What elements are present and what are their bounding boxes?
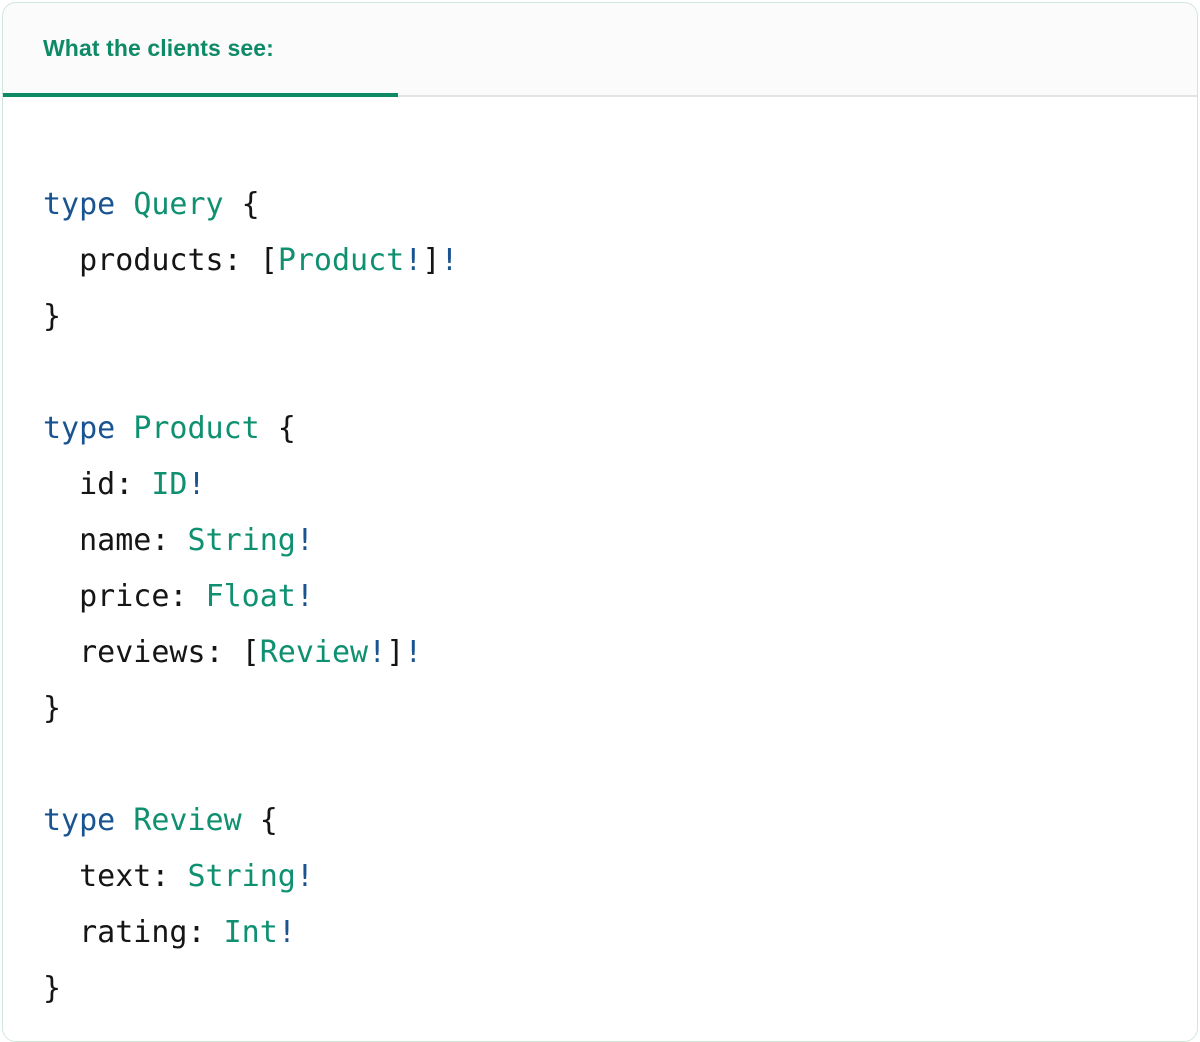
token-indent — [43, 579, 79, 614]
tab-what-the-clients-see[interactable]: What the clients see: — [3, 3, 398, 97]
code-line: } — [43, 961, 1157, 1017]
code-line: reviews: [Review!]! — [43, 625, 1157, 681]
token-brace-open: { — [259, 411, 296, 446]
token-brace-close: } — [43, 299, 62, 334]
token-type-name: Int — [223, 915, 278, 950]
token-bracket-open: [ — [223, 635, 260, 670]
token-field-name: id: — [79, 467, 134, 502]
card-body: type Query { products: [Product!]!} type… — [3, 97, 1197, 1041]
token-bracket-open: [ — [241, 243, 278, 278]
token-brace-close: } — [43, 971, 62, 1006]
card-header-tabbar: What the clients see: — [3, 3, 1197, 97]
code-line: type Query { — [43, 177, 1157, 233]
code-line: id: ID! — [43, 457, 1157, 513]
token-keyword: type — [43, 187, 116, 222]
token-indent — [43, 523, 79, 558]
token-space — [115, 803, 133, 838]
token-bracket-close: ] — [386, 635, 405, 670]
code-line-blank — [43, 737, 1157, 793]
code-line: } — [43, 681, 1157, 737]
token-space — [115, 187, 133, 222]
token-field-name: products: — [79, 243, 242, 278]
token-indent — [43, 859, 79, 894]
token-keyword: type — [43, 803, 116, 838]
token-field-name: text: — [79, 859, 170, 894]
token-space — [206, 915, 224, 950]
tab-label: What the clients see: — [43, 34, 274, 61]
token-type-name: Review — [133, 803, 242, 838]
token-type-name: Product — [133, 411, 260, 446]
token-indent — [43, 243, 79, 278]
code-line: rating: Int! — [43, 905, 1157, 961]
code-line: products: [Product!]! — [43, 233, 1157, 289]
token-field-name: rating: — [79, 915, 206, 950]
token-field-name: name: — [79, 523, 170, 558]
token-type-name: String — [187, 859, 296, 894]
token-space — [133, 467, 151, 502]
token-space — [188, 579, 206, 614]
token-type-name: Float — [205, 579, 296, 614]
token-non-null: ! — [295, 859, 314, 894]
code-line: text: String! — [43, 849, 1157, 905]
token-non-null: ! — [368, 635, 387, 670]
token-indent — [43, 635, 79, 670]
code-line: price: Float! — [43, 569, 1157, 625]
token-non-null: ! — [187, 467, 206, 502]
code-line: type Review { — [43, 793, 1157, 849]
token-indent — [43, 915, 79, 950]
token-non-null: ! — [295, 523, 314, 558]
code-line: name: String! — [43, 513, 1157, 569]
token-non-null: ! — [295, 579, 314, 614]
token-non-null: ! — [404, 243, 423, 278]
token-type-name: String — [187, 523, 296, 558]
token-keyword: type — [43, 411, 116, 446]
token-field-name: reviews: — [79, 635, 224, 670]
token-bracket-close: ] — [422, 243, 441, 278]
graphql-schema-code[interactable]: type Query { products: [Product!]!} type… — [43, 121, 1157, 1017]
token-type-name: ID — [151, 467, 188, 502]
token-type-name: Product — [277, 243, 405, 278]
token-non-null: ! — [277, 915, 296, 950]
code-line: type Product { — [43, 401, 1157, 457]
token-space — [169, 859, 187, 894]
token-brace-close: } — [43, 691, 62, 726]
token-type-name: Review — [259, 635, 369, 670]
token-non-null: ! — [404, 635, 423, 670]
token-brace-open: { — [223, 187, 260, 222]
code-line-blank — [43, 345, 1157, 401]
token-field-name: price: — [79, 579, 188, 614]
token-space — [115, 411, 133, 446]
token-non-null: ! — [440, 243, 459, 278]
token-space — [169, 523, 187, 558]
token-indent — [43, 467, 79, 502]
token-brace-open: { — [241, 803, 278, 838]
token-type-name: Query — [133, 187, 224, 222]
code-line: } — [43, 289, 1157, 345]
